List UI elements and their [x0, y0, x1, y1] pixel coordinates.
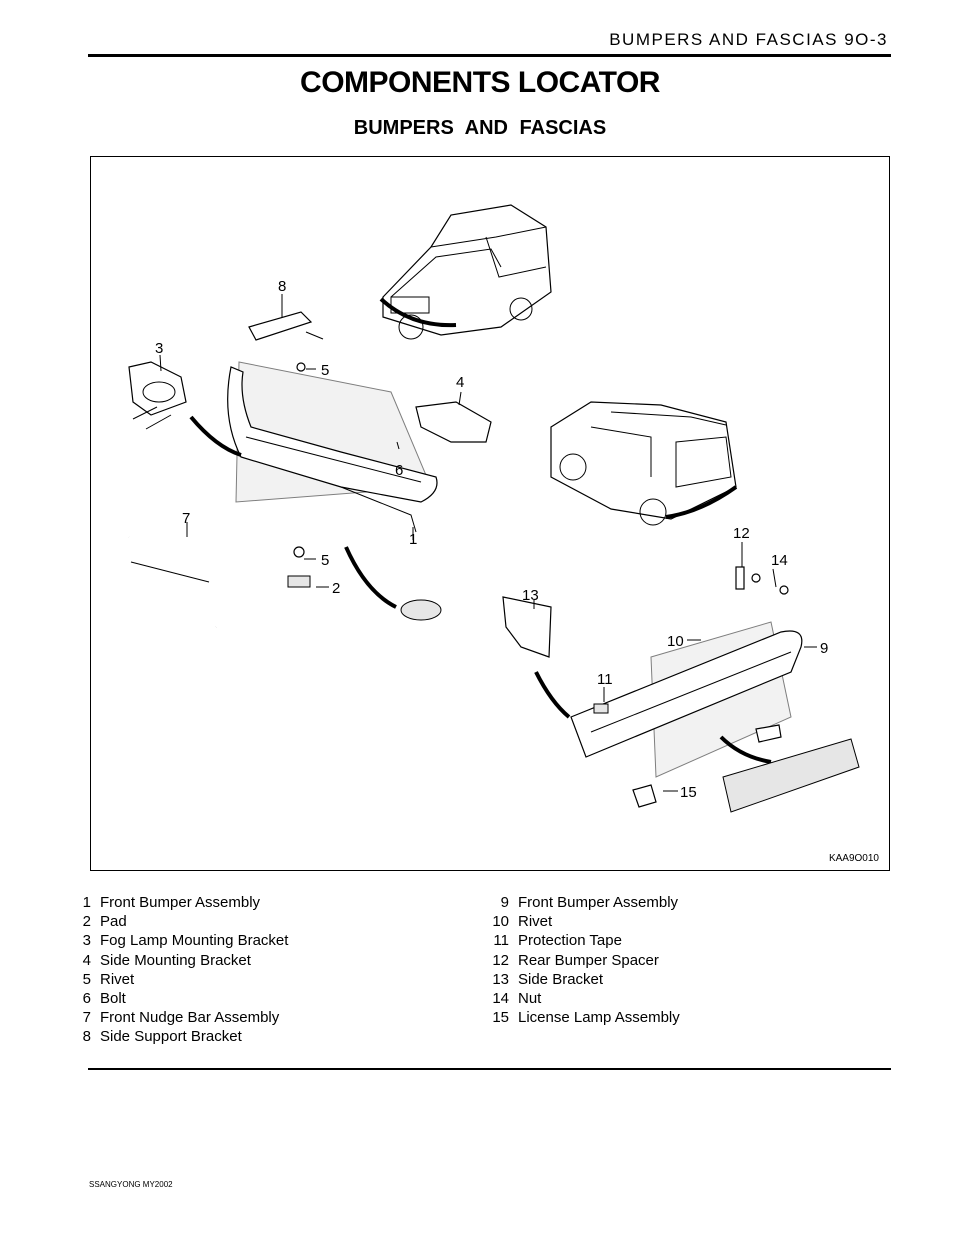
- rivet-illustration: [293, 546, 305, 558]
- legend-number: 1: [82, 894, 91, 911]
- callout-1: 1: [409, 531, 417, 548]
- legend-label: Front Nudge Bar Assembly: [100, 1009, 280, 1027]
- side-bracket-illustration: [502, 596, 552, 658]
- side-mounting-bracket-illustration: [415, 401, 492, 443]
- diagram-drawing: 1 2 3 4 5 5 6 7 8 9 10 11 12 13 14 15: [126, 204, 860, 813]
- legend-item: 1 Front Bumper Assembly: [72, 893, 288, 912]
- page-title: COMPONENTS LOCATOR: [300, 66, 660, 99]
- callout-5-top: 5: [321, 362, 329, 379]
- legend-number: 12: [492, 951, 509, 969]
- rear-step-plate-illustration: [722, 738, 860, 813]
- legend-label: Side Mounting Bracket: [100, 951, 251, 969]
- callout-13: 13: [522, 587, 539, 604]
- legend-label: Protection Tape: [518, 932, 622, 950]
- callout-12: 12: [733, 525, 750, 542]
- page-subtitle: BUMPERS AND FASCIAS: [353, 117, 607, 139]
- legend-number: 15: [492, 1009, 509, 1027]
- license-lamp-illustration: [632, 784, 657, 808]
- legend-number: 2: [82, 913, 91, 931]
- rear-vehicle-illustration: [550, 401, 738, 526]
- legend-number: 6: [82, 990, 91, 1008]
- legend-right: 9 Front Bumper Assembly 10 Rivet 11 Protect…: [490, 893, 680, 1027]
- legend-number: 5: [82, 970, 91, 988]
- legend-label: License Lamp Assembly: [518, 1009, 680, 1027]
- legend-item: 9 Front Bumper Assembly: [490, 893, 680, 912]
- callout-14: 14: [771, 552, 788, 569]
- callout-leaders: [159, 294, 817, 792]
- legend-label: Nut: [518, 990, 542, 1008]
- legend-number: 14: [492, 990, 509, 1008]
- legend-item: 10 Rivet: [490, 912, 680, 931]
- callout-5-bottom: 5: [321, 552, 329, 569]
- legend-item: 11 Protection Tape: [490, 931, 680, 950]
- legend-number: 13: [492, 970, 509, 988]
- protection-tape-illustration: [593, 703, 609, 714]
- legend-label: Pad: [100, 913, 127, 931]
- pad-illustration: [287, 575, 311, 588]
- callout-11: 11: [597, 671, 613, 688]
- legend-label: Rear Bumper Spacer: [518, 951, 659, 969]
- legend-item: 6 Bolt: [72, 989, 288, 1008]
- legend-number: 9: [500, 894, 509, 911]
- nut-illustration: [779, 585, 789, 595]
- legend-label: Side Support Bracket: [100, 1028, 242, 1046]
- rivet-top-illustration: [296, 362, 306, 372]
- legend-item: 5 Rivet: [72, 970, 288, 989]
- front-bumper-illustration: [189, 361, 438, 609]
- callout-10: 10: [667, 633, 684, 650]
- legend-number: 8: [82, 1028, 91, 1046]
- legend-label: Side Bracket: [518, 970, 604, 988]
- figure-code: KAA9O010: [828, 853, 879, 864]
- legend-label: Front Bumper Assembly: [100, 894, 261, 911]
- front-vehicle-illustration: [379, 204, 552, 340]
- callout-2: 2: [332, 580, 340, 597]
- legend-number: 11: [493, 932, 509, 950]
- nut-14-illustration: [751, 573, 761, 583]
- legend-label: Bolt: [100, 990, 126, 1008]
- callout-9: 9: [820, 640, 828, 657]
- callout-6: 6: [395, 462, 403, 479]
- legend-number: 10: [492, 913, 509, 931]
- legend-label: Rivet: [100, 970, 135, 988]
- section-header: BUMPERS AND FASCIAS 9O-3: [609, 30, 888, 49]
- legend-number: 4: [82, 951, 91, 969]
- callout-3: 3: [155, 340, 163, 357]
- legend-item: 13 Side Bracket: [490, 970, 680, 989]
- legend-label: Front Bumper Assembly: [518, 894, 679, 911]
- legend-left: 1 Front Bumper Assembly 2 Pad 3 Fog Lamp Mo…: [72, 893, 289, 1047]
- legend-item: 15 License Lamp Assembly: [490, 1008, 680, 1027]
- footer-text: SSANGYONG MY2002: [89, 1180, 173, 1189]
- legend-item: 3 Fog Lamp Mounting Bracket: [72, 931, 289, 950]
- callout-15: 15: [680, 784, 697, 801]
- header-rule: [88, 54, 891, 57]
- legend-item: 4 Side Mounting Bracket: [72, 951, 288, 970]
- legend-number: 3: [82, 932, 91, 950]
- legend-item: 8 Side Support Bracket: [72, 1027, 288, 1046]
- footer-rule: [88, 1068, 891, 1070]
- components-diagram: 1 2 3 4 5 5 6 7 8 9 10 11 12 13 14 15 KA…: [90, 156, 890, 871]
- legend-item: 2 Pad: [72, 912, 288, 931]
- rear-bumper-illustration: [534, 621, 803, 778]
- legend-item: 7 Front Nudge Bar Assembly: [72, 1008, 288, 1027]
- fog-lamp-illustration: [400, 599, 442, 621]
- callout-7: 7: [182, 510, 190, 527]
- nudge-bar-illustration: [126, 519, 220, 631]
- legend-label: Fog Lamp Mounting Bracket: [100, 932, 289, 950]
- callout-8: 8: [278, 278, 286, 295]
- legend-label: Rivet: [518, 913, 553, 931]
- legend-number: 7: [82, 1009, 91, 1027]
- fog-lamp-bracket-illustration: [128, 361, 187, 430]
- license-lamp-housing-illustration: [755, 724, 782, 743]
- legend-item: 12 Rear Bumper Spacer: [490, 951, 680, 970]
- callout-4: 4: [456, 374, 464, 391]
- rear-bumper-spacer-illustration: [735, 566, 745, 590]
- side-support-bracket-illustration: [248, 311, 324, 341]
- legend-item: 14 Nut: [490, 989, 680, 1008]
